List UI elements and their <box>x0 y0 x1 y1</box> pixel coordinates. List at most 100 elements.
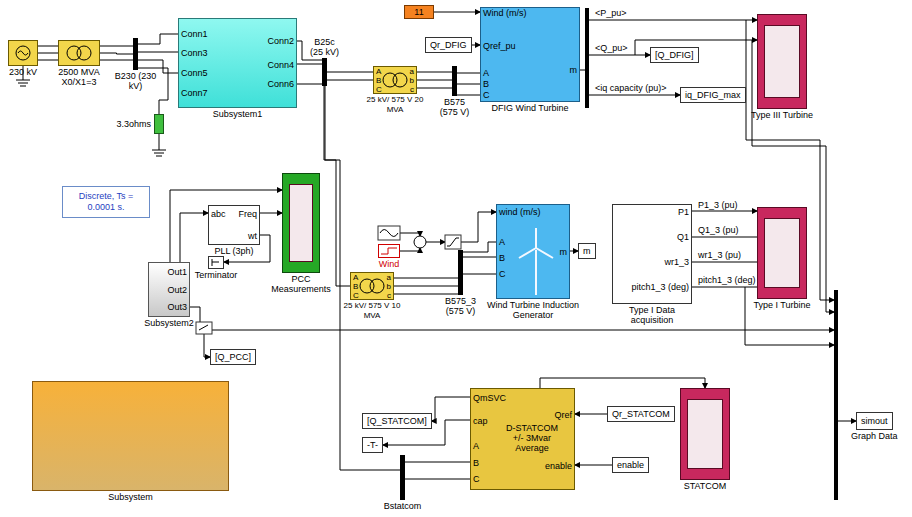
block-label: 230 kV <box>9 67 37 77</box>
simulink-block: Conn1Conn3Conn5Conn7Conn2Conn4Conn6Subsy… <box>178 18 297 108</box>
block-label: Conn1 <box>181 29 208 39</box>
block-label: Qref <box>554 410 572 420</box>
connector <box>575 465 612 466</box>
block-label: Type I Turbine <box>753 300 810 310</box>
block-label: wt <box>248 231 257 241</box>
block-label: Q1 <box>677 232 689 242</box>
block-label: B <box>499 253 505 263</box>
simulink-block: ABCabc25 kV/ 575 V 10 MVA <box>350 272 394 300</box>
block-label: 11 <box>406 7 432 18</box>
simulink-block: Bstatcom <box>400 455 405 500</box>
block-label: Qref_pu <box>483 41 516 51</box>
scope-screen <box>764 25 800 98</box>
block-label: PCC Measurements <box>269 274 333 294</box>
simulink-block: wind (m/s)ABCmWind Turbine Induction Gen… <box>496 204 570 299</box>
block-label: Qr_DFIG <box>426 38 471 52</box>
block-label: B575_3 (575 V) <box>439 296 483 316</box>
block-label: m <box>570 65 578 75</box>
terminator-icon <box>212 259 219 266</box>
block-label: C <box>483 90 490 100</box>
connector <box>180 213 208 262</box>
transformer-coil <box>77 46 91 60</box>
block-label: 25 kV/ 575 V 10 MVA <box>342 301 402 321</box>
block-label: Type I Data acquisition <box>607 305 697 325</box>
simulink-block: [Q_DFIG] <box>650 47 699 63</box>
simulink-block: -T- <box>362 437 383 453</box>
block-label: m <box>579 244 595 258</box>
block-label: C <box>499 269 506 279</box>
connector <box>324 86 350 286</box>
three-phase-wire <box>138 34 178 73</box>
scope-screen <box>289 184 313 262</box>
block-label: STATCOM <box>684 481 727 491</box>
simulink-block: QmSVCcapABCQrefenableD-STATCOM +/- 3Mvar… <box>470 388 575 490</box>
simulink-block: Discrete, Ts = 0.0001 s. <box>62 186 150 218</box>
sum-block <box>414 236 426 248</box>
simulink-block: 11 <box>404 5 434 19</box>
simulink-block: ABCabc25 kV/ 575 V 20 MVA <box>373 66 417 94</box>
signal-wire <box>400 248 420 251</box>
transformer-coil <box>370 279 384 293</box>
signal-wire <box>461 212 496 242</box>
simulink-block: Qr_DFIG <box>425 37 472 53</box>
connector <box>540 378 705 388</box>
connector <box>457 84 480 85</box>
block-label: Subsystem1 <box>213 109 263 119</box>
block-label: a <box>387 273 391 283</box>
block-label: B230 (230 kV) <box>114 71 158 91</box>
connector <box>405 462 470 463</box>
block-label: B <box>473 458 479 468</box>
sine-wave <box>380 230 398 237</box>
block-label: Wind Turbine Induction Generator <box>483 300 583 320</box>
simulink-block: abcFreqwtPLL (3ph) <box>208 205 260 245</box>
connector <box>260 213 282 214</box>
block-label: m <box>560 247 568 257</box>
simulink-block: B25c (25 kV) <box>322 58 327 86</box>
simulink-block: Type III Turbine <box>757 14 807 109</box>
connector <box>417 80 452 81</box>
signal-wire <box>400 233 420 236</box>
simulink-block: Wind (m/s)Qref_puABCmDFIG Wind Turbine <box>480 7 580 102</box>
block-label: Terminator <box>195 270 238 280</box>
block-label: Freq <box>238 209 257 219</box>
saturation-curve <box>447 238 459 246</box>
manual-switch <box>196 322 212 334</box>
block-label: [Q_DFIG] <box>651 48 698 62</box>
block-label: Conn3 <box>181 48 208 58</box>
block-label: c <box>410 85 414 95</box>
demux-bar <box>585 8 589 108</box>
signal-wire <box>589 20 757 21</box>
connector <box>297 64 322 65</box>
block-label: D-STATCOM +/- 3Mvar Average <box>504 423 560 453</box>
connector <box>432 397 470 421</box>
simulink-block: 230 kV <box>8 40 38 66</box>
signal-wire <box>426 242 445 243</box>
block-label: DFIG Wind Turbine <box>491 103 568 113</box>
block-label: Conn5 <box>181 68 208 78</box>
block-label: Out2 <box>167 285 187 295</box>
three-phase-wire <box>405 479 470 480</box>
block-label: A <box>483 68 489 78</box>
block-label: C <box>473 474 480 484</box>
block-label: B <box>376 76 381 86</box>
turbine-icon <box>519 228 553 295</box>
block-label: Wind <box>379 259 400 269</box>
block-label: a <box>410 67 414 77</box>
block-label: abc <box>211 209 226 219</box>
simulink-block: [Q_STATCOM] <box>362 413 432 429</box>
mux-bar <box>834 290 838 500</box>
connector <box>170 190 282 262</box>
block-label: Subsystem2 <box>144 318 194 328</box>
block-label: c <box>387 291 391 301</box>
block-label: simout <box>857 413 892 429</box>
simulink-block: Subsystem <box>32 381 229 491</box>
connector <box>575 414 607 415</box>
simulink-block: B575_3 (575 V) <box>458 250 463 295</box>
block-label: A <box>499 237 505 247</box>
block-label: b <box>387 282 391 292</box>
block-label: B <box>353 282 358 292</box>
scope-screen <box>764 218 800 288</box>
connector <box>100 53 133 54</box>
block-label: B <box>483 79 489 89</box>
